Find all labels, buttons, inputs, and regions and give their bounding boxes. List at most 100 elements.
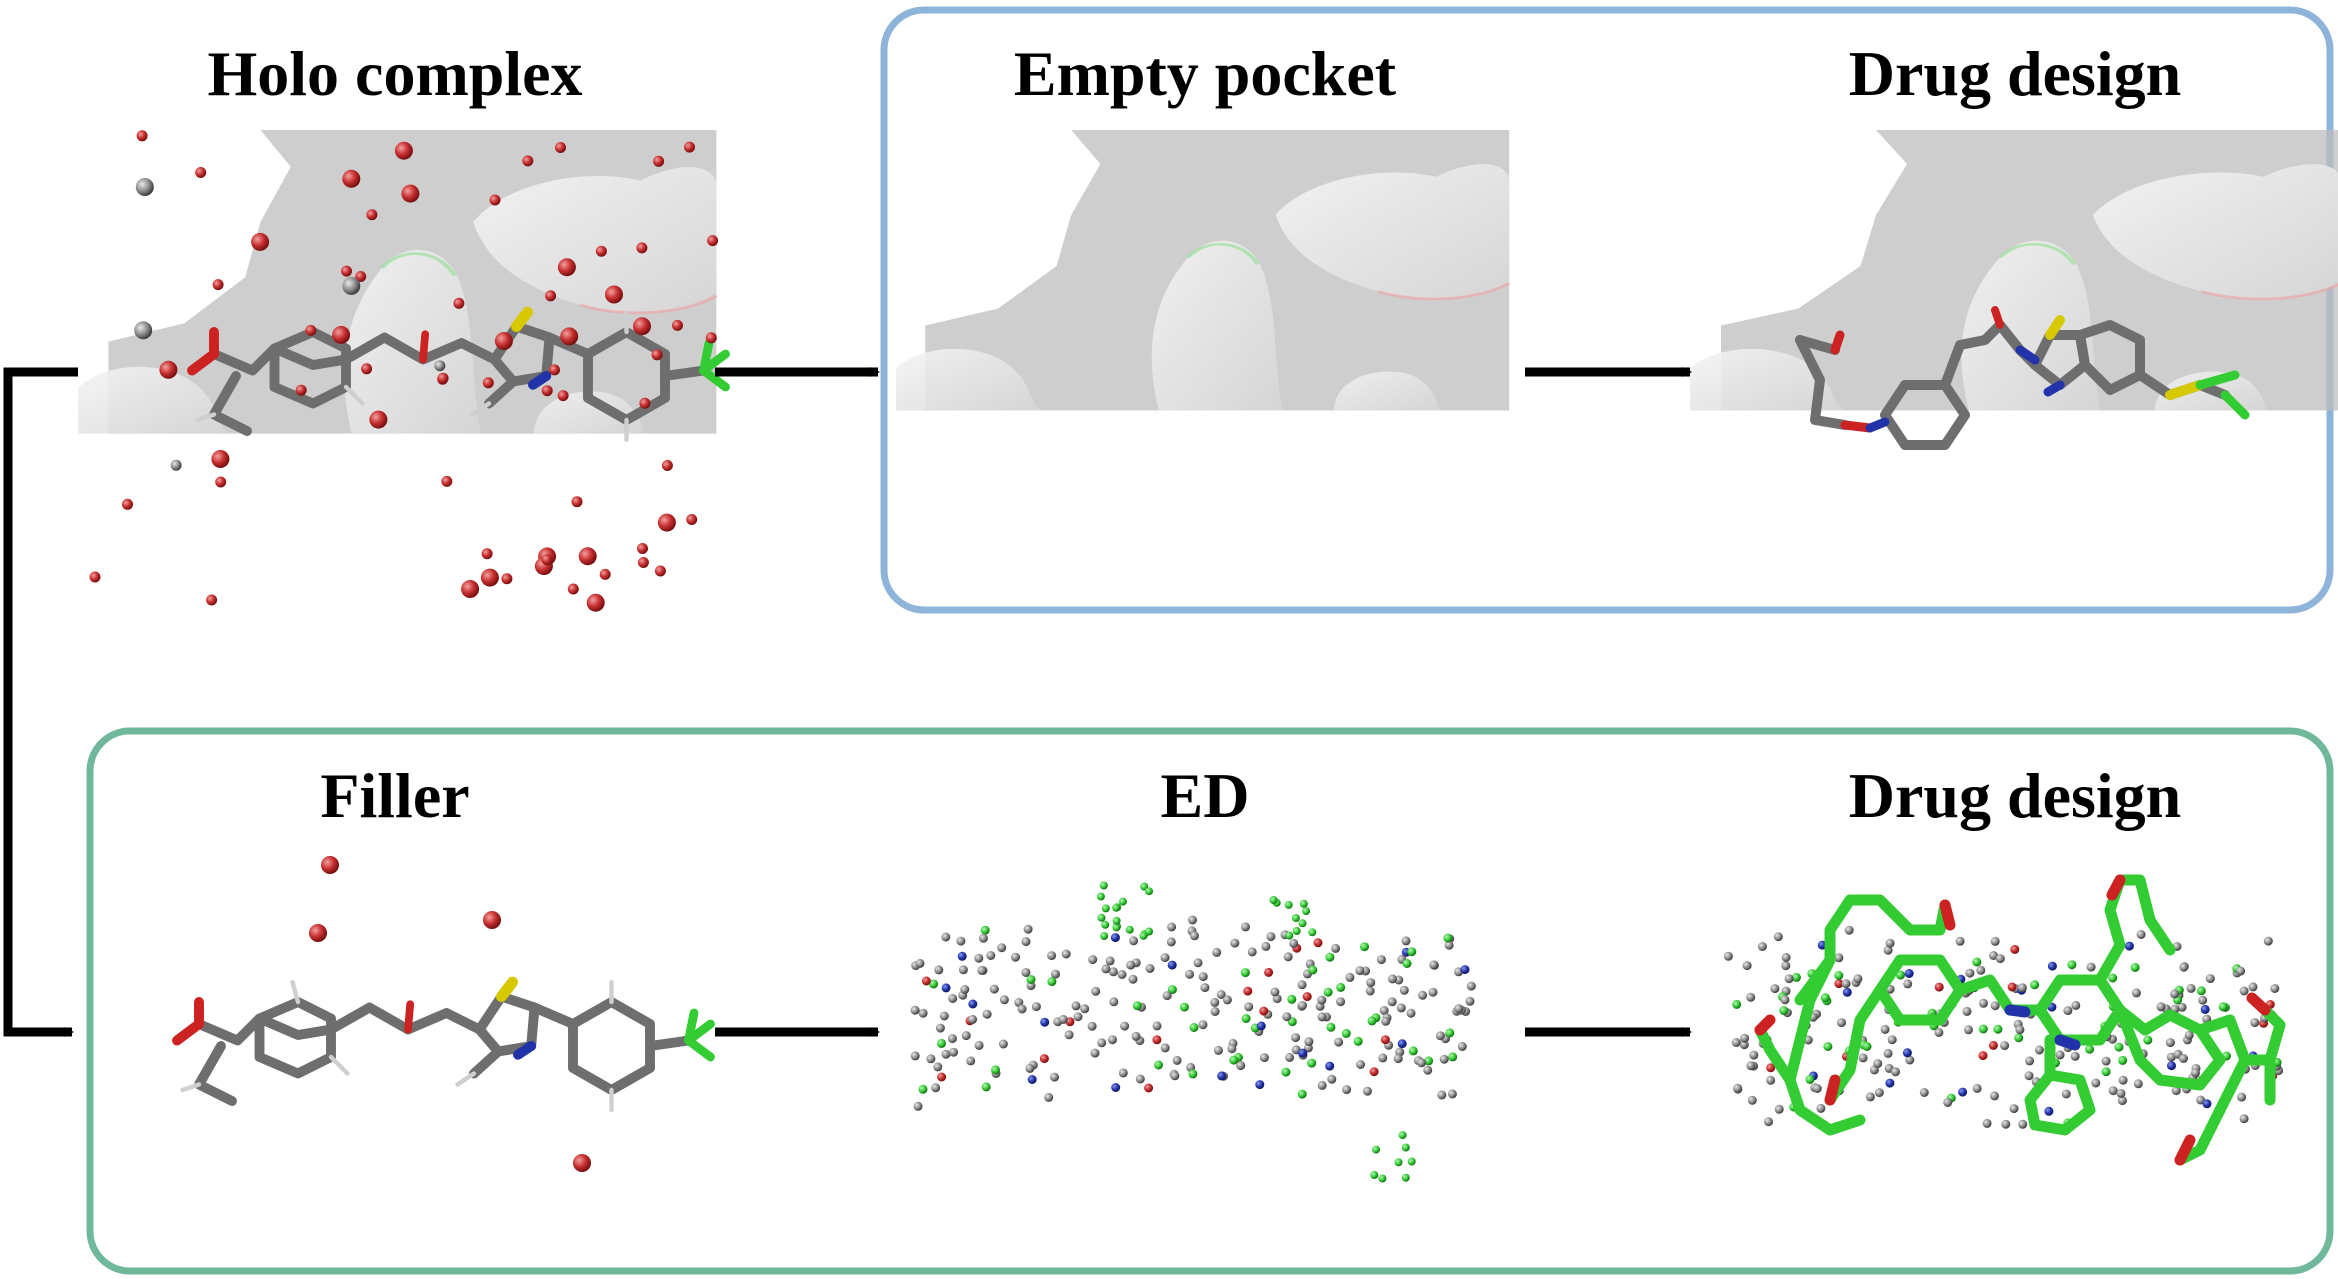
electron-density-point-icon bbox=[1766, 1063, 1776, 1073]
electron-density-point-icon bbox=[1117, 970, 1127, 979]
electron-density-point-icon bbox=[1266, 932, 1276, 942]
electron-density-point-icon bbox=[1365, 986, 1375, 996]
water-molecule-icon bbox=[341, 265, 352, 277]
electron-density-point-icon bbox=[1105, 956, 1115, 966]
electron-density-point-icon bbox=[1166, 937, 1176, 947]
electron-density-point-icon bbox=[1088, 955, 1098, 965]
electron-density-point-icon bbox=[934, 965, 944, 975]
electron-density-point-icon bbox=[2000, 1041, 2010, 1051]
water-molecule-icon bbox=[586, 593, 605, 612]
electron-density-point-icon bbox=[1160, 953, 1170, 963]
electron-density-point-icon bbox=[1367, 1016, 1377, 1026]
electron-density-point-icon bbox=[1842, 987, 1852, 997]
electron-density-point-icon bbox=[2130, 963, 2140, 972]
electron-density-point-icon bbox=[1781, 961, 1791, 971]
electron-density-point-icon bbox=[1112, 923, 1121, 932]
water-molecule-icon bbox=[332, 325, 351, 344]
water-molecule-icon bbox=[599, 568, 611, 580]
electron-density-point-icon bbox=[1227, 1044, 1237, 1054]
electron-density-point-icon bbox=[1021, 937, 1031, 947]
electron-density-point-icon bbox=[1080, 1004, 1090, 1014]
electron-density-point-icon bbox=[1418, 990, 1428, 1000]
electron-density-point-icon bbox=[1747, 1095, 1757, 1105]
electron-density-point-icon bbox=[1284, 900, 1293, 909]
electron-density-point-icon bbox=[1167, 922, 1177, 932]
electron-density-point-icon bbox=[1189, 1023, 1199, 1032]
electron-density-point-icon bbox=[1108, 967, 1118, 977]
electron-density-point-icon bbox=[980, 925, 990, 935]
electron-density-point-icon bbox=[931, 1083, 941, 1093]
electron-density-point-icon bbox=[1021, 968, 1031, 977]
electron-density-point-icon bbox=[1297, 980, 1307, 990]
electron-density-point-icon bbox=[1406, 1008, 1416, 1018]
electron-density-point-icon bbox=[948, 994, 958, 1003]
electron-density-point-icon bbox=[1355, 966, 1365, 976]
electron-density-point-icon bbox=[1740, 1033, 1750, 1043]
electron-density-point-icon bbox=[1774, 1104, 1784, 1114]
water-molecule-icon bbox=[557, 258, 576, 277]
electron-density-point-icon bbox=[1989, 951, 1998, 960]
electron-density-point-icon bbox=[1746, 1061, 1756, 1071]
electron-density-point-icon bbox=[1393, 1054, 1403, 1064]
electron-density-point-icon bbox=[1152, 1021, 1162, 1031]
electron-density-point-icon bbox=[1873, 1059, 1883, 1069]
electron-density-point-icon bbox=[1200, 983, 1210, 993]
electron-density-point-icon bbox=[1307, 1058, 1317, 1068]
water-molecule-icon bbox=[541, 385, 553, 397]
electron-density-point-icon bbox=[1885, 1078, 1895, 1088]
electron-density-point-icon bbox=[2167, 1061, 2176, 1071]
electron-density-point-icon bbox=[1327, 1074, 1337, 1084]
electron-density-point-icon bbox=[1167, 960, 1177, 970]
electron-density-point-icon bbox=[910, 1005, 920, 1015]
electron-density-point-icon bbox=[2156, 1002, 2166, 1012]
electron-density-point-icon bbox=[1466, 981, 1476, 991]
electron-density-point-icon bbox=[1784, 974, 1794, 984]
electron-density-point-icon bbox=[2017, 983, 2027, 993]
electron-density-point-icon bbox=[1423, 1065, 1433, 1075]
water-molecule-icon bbox=[661, 460, 673, 471]
electron-density-point-icon bbox=[1111, 1083, 1121, 1092]
electron-density-point-icon bbox=[1025, 1063, 1035, 1073]
electron-density-point-icon bbox=[1401, 1173, 1410, 1182]
electron-density-point-icon bbox=[2270, 984, 2280, 993]
electron-density-point-icon bbox=[1334, 1037, 1344, 1047]
electron-density-point-icon bbox=[966, 1056, 976, 1066]
electron-density-point-icon bbox=[1369, 1067, 1379, 1077]
electron-density-point-icon bbox=[1101, 920, 1110, 929]
water-molecule-icon bbox=[342, 276, 361, 295]
electron-density-point-icon bbox=[2239, 986, 2249, 996]
electron-density-point-icon bbox=[1120, 1021, 1130, 1031]
water-molecule-icon bbox=[401, 184, 420, 203]
water-molecule-icon bbox=[494, 332, 513, 350]
electron-density-point-icon bbox=[2063, 1006, 2073, 1016]
electron-density-point-icon bbox=[1287, 994, 1297, 1004]
designed-ligand-bottom-heteroatoms bbox=[1754, 874, 2271, 1166]
electron-density-point-icon bbox=[1308, 965, 1318, 975]
flow-arrows bbox=[3, 367, 1692, 1037]
electron-density-point-icon bbox=[982, 1009, 992, 1019]
electron-density-point-icon bbox=[2136, 930, 2146, 939]
electron-density-point-icon bbox=[1190, 931, 1199, 941]
electron-density-point-icon bbox=[910, 1051, 920, 1061]
electron-density-point-icon bbox=[1241, 922, 1250, 932]
electron-density-point-icon bbox=[949, 1047, 959, 1057]
electron-density-point-icon bbox=[1979, 998, 1988, 1008]
electron-density-point-icon bbox=[1099, 881, 1108, 890]
water-molecule-icon bbox=[684, 141, 695, 153]
electron-density-point-icon bbox=[1372, 1145, 1380, 1154]
drug-design-top-title: Drug design bbox=[1849, 38, 2182, 109]
water-molecule-icon bbox=[134, 321, 153, 340]
electron-density-point-icon bbox=[1259, 1006, 1269, 1016]
electron-density-point-icon bbox=[2236, 966, 2246, 976]
electron-density-point-icon bbox=[2186, 983, 2196, 993]
water-molecule-icon bbox=[461, 580, 480, 598]
electron-density-point-icon bbox=[1039, 1054, 1049, 1064]
electron-density-point-icon bbox=[1962, 1006, 1972, 1016]
electron-density-point-icon bbox=[2085, 1044, 2095, 1054]
electron-density-point-icon bbox=[1757, 942, 1767, 951]
electron-density-point-icon bbox=[1162, 991, 1172, 1001]
water-molecule-icon bbox=[394, 141, 413, 160]
electron-density-point-icon bbox=[2248, 982, 2258, 992]
electron-density-point-icon bbox=[2118, 1055, 2128, 1065]
electron-density-point-icon bbox=[1896, 970, 1905, 980]
